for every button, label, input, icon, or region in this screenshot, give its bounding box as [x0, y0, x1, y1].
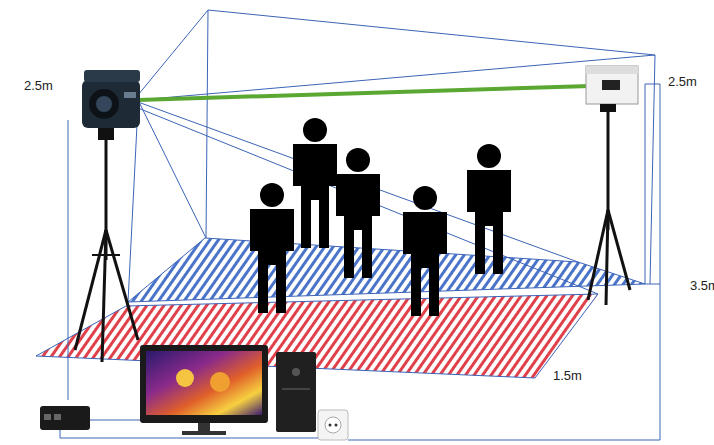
poe-injector: [40, 406, 90, 430]
height-dimension: 2.5m: [24, 78, 53, 93]
wall-socket: [318, 410, 348, 440]
reference-beam: [138, 86, 590, 100]
width-dimension: 1.5m: [553, 368, 582, 383]
people: [250, 118, 511, 316]
field-of-view-frame: [68, 10, 655, 330]
monitor: [140, 345, 268, 435]
tripod: [588, 108, 630, 305]
thermal-camera: [82, 70, 140, 140]
tripod: [75, 140, 138, 362]
cable: [60, 84, 660, 440]
width-dimension: 3.5m: [690, 278, 714, 293]
monitoring-zone: [128, 238, 645, 302]
pc-tower: [276, 352, 316, 432]
height-dimension: 2.5m: [668, 74, 697, 89]
entry-zone: [36, 294, 598, 378]
blackbody-reference: [586, 66, 638, 112]
